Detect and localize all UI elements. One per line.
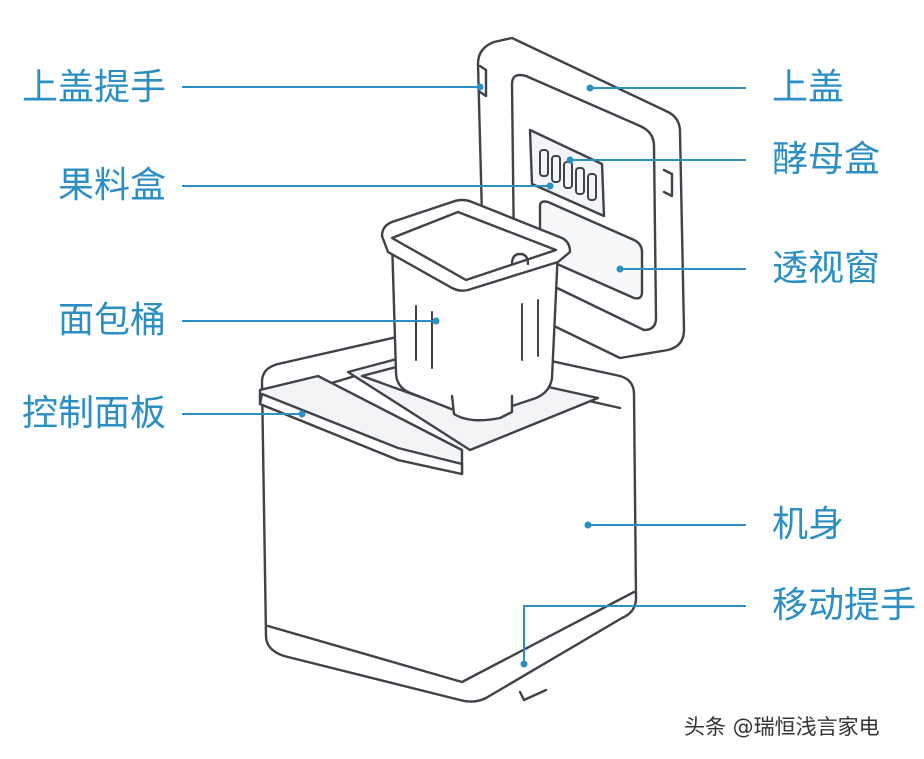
bread-maker-illustration (258, 36, 686, 703)
label-bread-bucket: 面包桶 (58, 300, 167, 341)
bucket-rim-clip (510, 252, 530, 266)
leader-endpoints (298, 83, 624, 668)
label-body: 机身 (772, 504, 845, 545)
label-control-panel: 控制面板 (22, 393, 167, 434)
label-lid-handle: 上盖提手 (22, 67, 167, 108)
watermark: 头条 @瑞恒浅言家电 (684, 715, 880, 739)
label-carry-handle: 移动提手 (772, 585, 917, 626)
leader-lines (182, 86, 746, 664)
label-window: 透视窗 (772, 248, 881, 289)
body-bottom-edge (266, 590, 636, 684)
label-fruit-box: 果料盒 (58, 165, 167, 206)
bucket-base-shaft (450, 394, 514, 422)
label-lid: 上盖 (772, 67, 845, 108)
control-panel-face (258, 392, 464, 476)
leader-carry-handle (523, 605, 746, 664)
lid-side-clip (662, 168, 674, 198)
body-foot (518, 688, 548, 702)
label-yeast-box: 酵母盒 (772, 139, 881, 180)
lid-handle-notch (478, 64, 488, 98)
bucket-rim-inner (390, 210, 558, 282)
